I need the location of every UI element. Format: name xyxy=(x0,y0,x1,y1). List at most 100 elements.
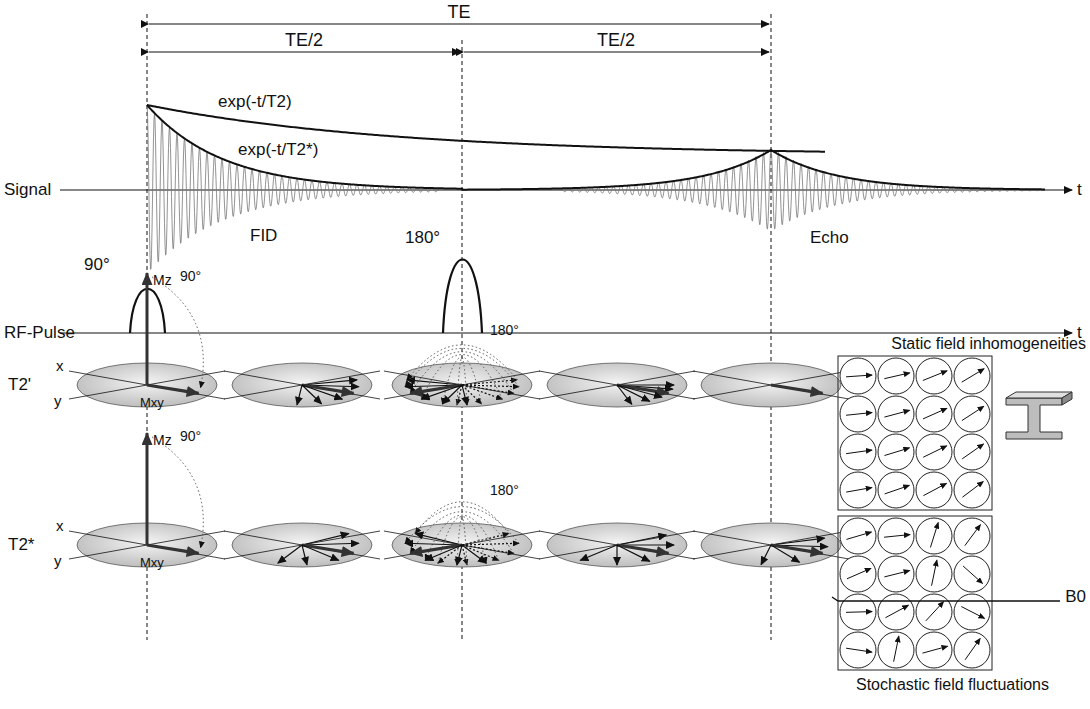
spin-cell xyxy=(916,594,952,630)
spin-cell xyxy=(954,556,990,592)
spin-vector xyxy=(771,538,825,545)
spin-arrow xyxy=(962,406,984,420)
spin-arrow xyxy=(930,523,938,548)
text-label: B0 xyxy=(1065,587,1086,607)
text-label: Static field inhomogeneities xyxy=(891,335,1086,353)
spin-grid-frame xyxy=(838,356,992,510)
spin-arrow xyxy=(965,525,981,546)
flip-arc-dotted xyxy=(405,348,519,386)
net-magnetisation-vector xyxy=(147,385,199,393)
spin-cell xyxy=(840,396,876,432)
spin-vector xyxy=(617,535,666,545)
transverse-plane-disc xyxy=(232,523,372,567)
spin-arrow xyxy=(923,408,947,419)
spin-vector xyxy=(302,380,357,385)
spin-arrow xyxy=(884,410,909,417)
spin-cell xyxy=(916,556,952,592)
spin-cell xyxy=(840,434,876,470)
te-dimension-arrow xyxy=(149,23,769,24)
mz-vector xyxy=(146,273,149,385)
spin-vector xyxy=(462,534,509,545)
flip-arc-dotted xyxy=(407,345,517,380)
spin-vector xyxy=(462,380,517,385)
spin-vector xyxy=(457,545,462,565)
spin-arrow xyxy=(962,369,984,382)
spin-cell xyxy=(878,518,914,554)
spin-cell xyxy=(878,396,914,432)
magnet-ibeam xyxy=(1006,398,1062,439)
spin-cell xyxy=(954,594,990,630)
magnet-ibeam-side xyxy=(1062,392,1072,405)
net-magnetisation-vector xyxy=(410,545,462,553)
transverse-plane-disc xyxy=(701,363,841,407)
spin-arrow xyxy=(846,450,872,454)
transverse-plane-disc xyxy=(392,523,532,567)
spin-arrow xyxy=(961,607,984,619)
spin-vector xyxy=(462,385,514,393)
spin-cell xyxy=(954,396,990,432)
transverse-plane-disc xyxy=(392,363,532,407)
spin-vector xyxy=(297,385,302,405)
spin-cell xyxy=(878,632,914,668)
text-label: TE xyxy=(447,2,470,23)
net-magnetisation-vector xyxy=(302,545,354,553)
text-label: 90° xyxy=(180,268,201,284)
spin-arrow xyxy=(846,413,872,416)
spin-arrow xyxy=(922,646,947,653)
spin-arrow xyxy=(962,444,983,459)
spin-arrow xyxy=(884,571,909,577)
spin-cell xyxy=(878,358,914,394)
spin-vector xyxy=(405,543,462,545)
spin-cell xyxy=(916,396,952,432)
spin-arrow xyxy=(884,535,910,538)
text-label: exp(-t/T2) xyxy=(218,92,292,112)
text-label: 90° xyxy=(84,255,110,275)
spin-cell xyxy=(916,472,952,508)
flip-arc-dotted xyxy=(438,517,486,564)
text-label: Mz xyxy=(153,272,172,288)
spin-vector xyxy=(462,385,467,405)
spin-arrow xyxy=(926,602,944,621)
spin-vector xyxy=(462,545,486,563)
spin-cell xyxy=(840,632,876,668)
text-label: Mz xyxy=(153,432,172,448)
text-label: Signal xyxy=(4,180,51,200)
text-label: x xyxy=(56,517,64,534)
text-label: T2' xyxy=(8,375,31,395)
flip-arc-dotted xyxy=(415,502,508,534)
spin-vector xyxy=(302,543,359,545)
tip-arc-dotted xyxy=(152,277,203,387)
text-label: TE/2 xyxy=(285,30,323,51)
spin-arrow xyxy=(846,648,872,652)
spin-arrow xyxy=(846,611,872,613)
spin-cell xyxy=(954,358,990,394)
tip-arc-dotted xyxy=(152,437,203,547)
text-label: x xyxy=(56,357,64,374)
spin-arrow xyxy=(932,560,937,585)
text-label: t xyxy=(1077,180,1082,200)
net-magnetisation-vector xyxy=(147,545,199,553)
spin-arrow xyxy=(846,488,872,493)
spin-vector xyxy=(422,385,462,399)
spin-cell xyxy=(840,594,876,630)
spin-vector xyxy=(580,545,617,560)
spin-cell xyxy=(916,518,952,554)
flip-arc-dotted xyxy=(457,357,467,404)
text-label: T2* xyxy=(8,535,34,555)
spin-vector xyxy=(302,385,342,399)
spin-cell xyxy=(916,434,952,470)
text-label: FID xyxy=(250,226,277,246)
spin-vector xyxy=(407,380,462,385)
text-label: y xyxy=(54,552,62,569)
spin-arrow xyxy=(894,636,899,661)
text-label: Mxy xyxy=(140,556,164,571)
text-label: y xyxy=(54,392,62,409)
text-label: 180° xyxy=(405,228,440,248)
spin-vector xyxy=(761,545,771,565)
spin-arrow xyxy=(847,568,871,578)
y-axis-line xyxy=(693,371,849,399)
text-label: RF-Pulse xyxy=(4,323,75,343)
spin-arrow xyxy=(884,373,909,379)
flip-arc-dotted xyxy=(457,517,467,564)
